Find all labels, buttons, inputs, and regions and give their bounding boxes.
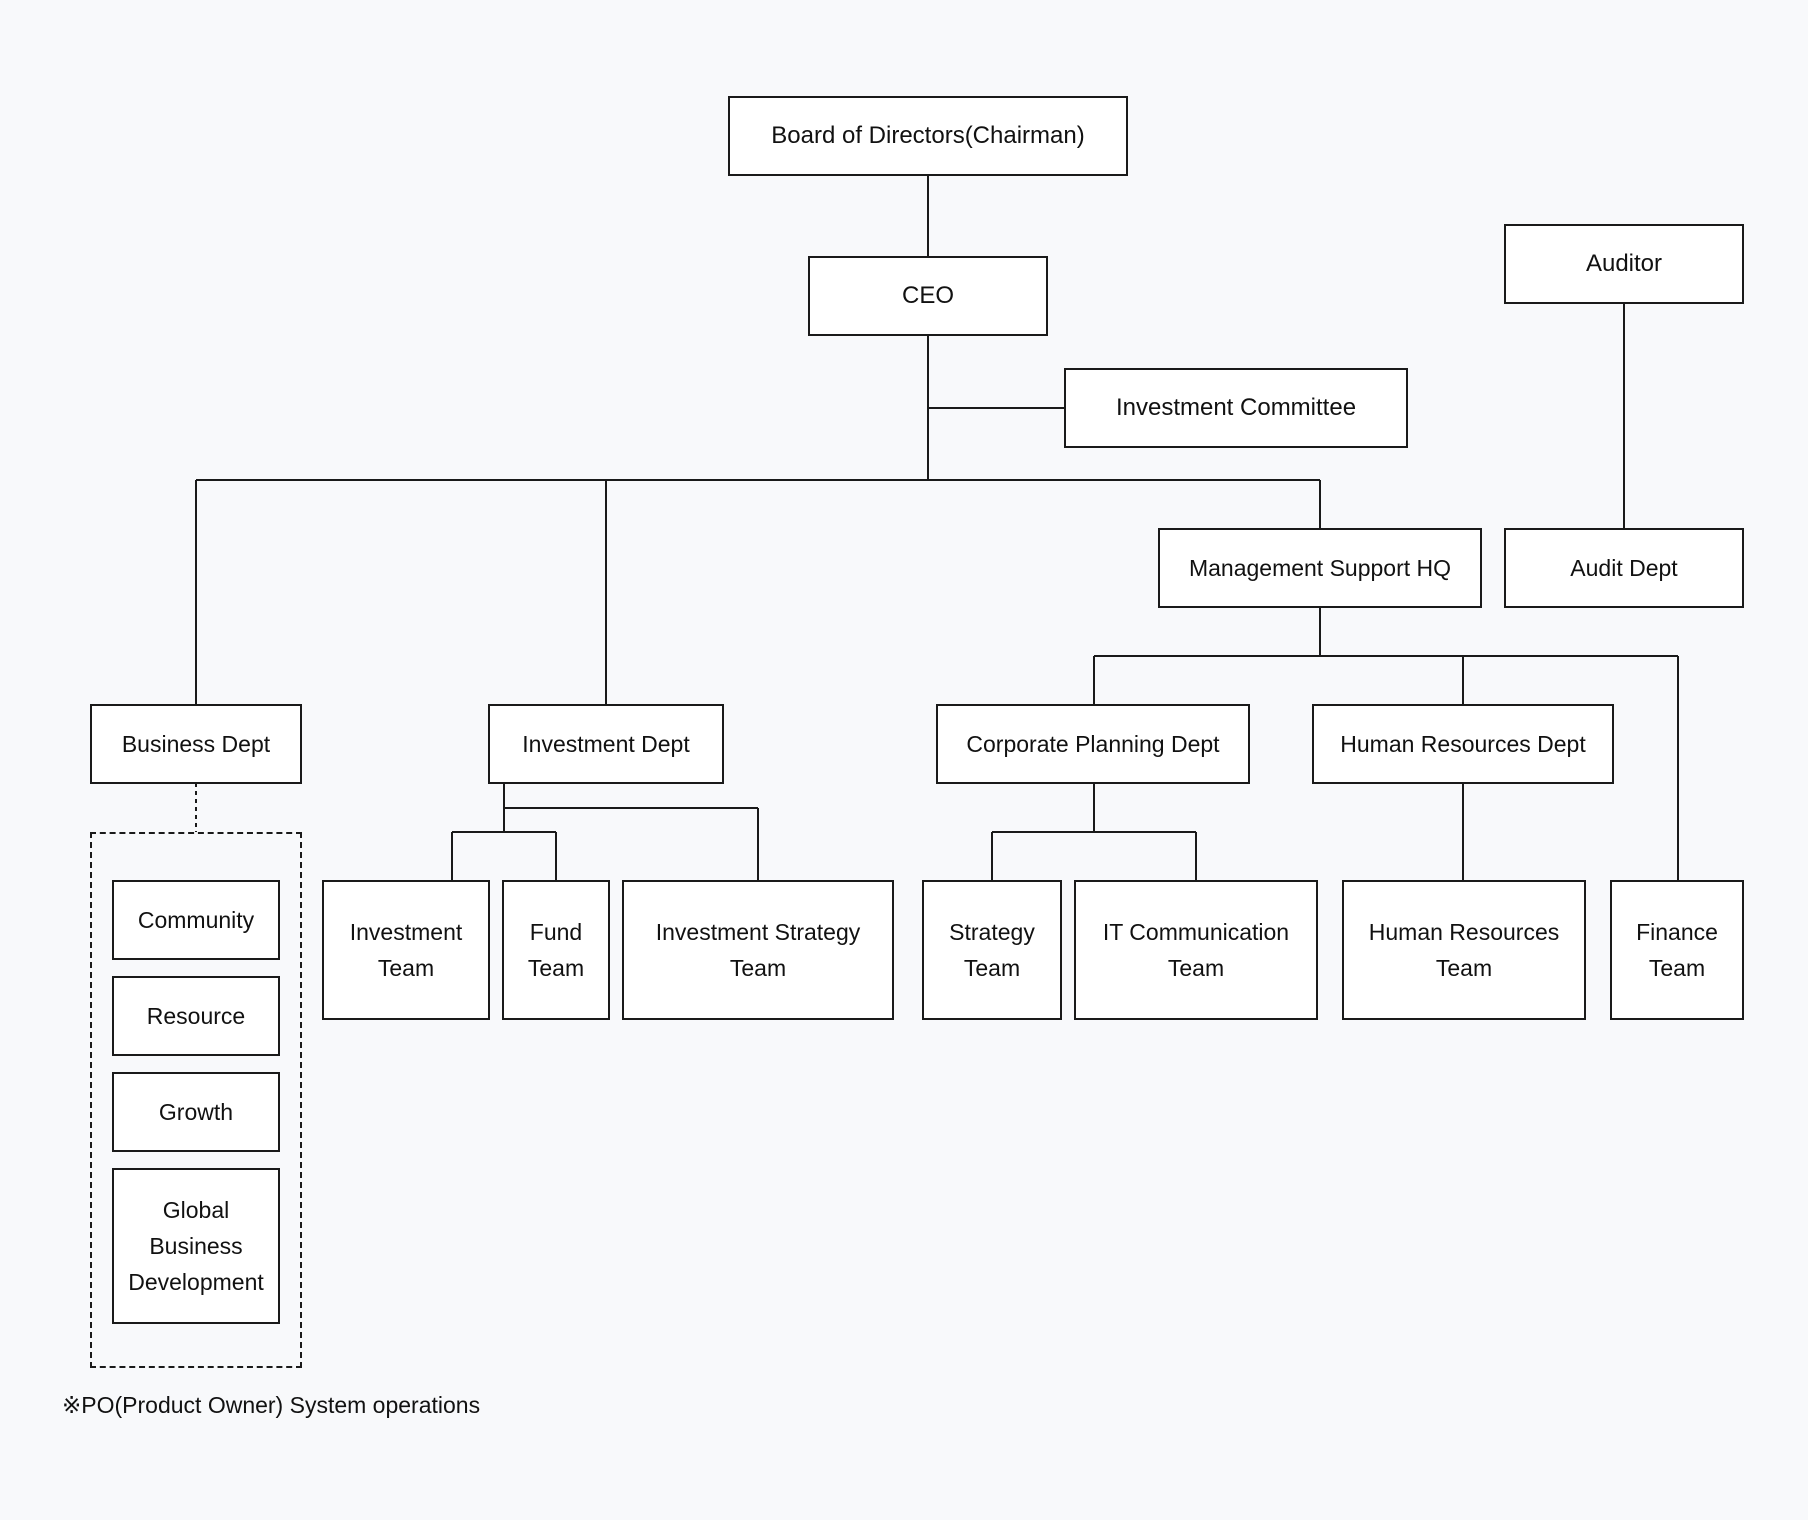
human-resources-dept-box: Human Resources Dept xyxy=(1312,704,1614,784)
it-communication-team-label: IT Communication Team xyxy=(1102,919,1290,981)
board-of-directors-label: Board of Directors(Chairman) xyxy=(771,122,1085,149)
auditor-box: Auditor xyxy=(1504,224,1744,304)
global-business-development-box: Global Business Development xyxy=(112,1168,280,1324)
board-of-directors-box: Board of Directors(Chairman) xyxy=(728,96,1128,176)
fund-team-label: Fund Team xyxy=(527,919,585,981)
business-dept-label: Business Dept xyxy=(121,731,271,757)
investment-dept-box: Investment Dept xyxy=(488,704,724,784)
finance-team-label: Finance Team xyxy=(1636,919,1718,981)
investment-committee-box: Investment Committee xyxy=(1064,368,1408,448)
resource-box: Resource xyxy=(112,976,280,1056)
fund-team-box: Fund Team xyxy=(502,880,610,1020)
human-resources-team-label: Human Resources Team xyxy=(1368,919,1560,981)
investment-team-box: Investment Team xyxy=(322,880,490,1020)
investment-dept-label: Investment Dept xyxy=(522,731,690,757)
strategy-team-label: Strategy Team xyxy=(949,919,1035,981)
management-support-hq-box: Management Support HQ xyxy=(1158,528,1482,608)
finance-team-box: Finance Team xyxy=(1610,880,1744,1020)
human-resources-team-box: Human Resources Team xyxy=(1342,880,1586,1020)
strategy-team-box: Strategy Team xyxy=(922,880,1062,1020)
investment-strategy-team-label: Investment Strategy Team xyxy=(655,919,861,981)
corporate-planning-dept-label: Corporate Planning Dept xyxy=(966,731,1220,757)
investment-team-label: Investment Team xyxy=(349,919,463,981)
audit-dept-box: Audit Dept xyxy=(1504,528,1744,608)
community-box: Community xyxy=(112,880,280,960)
community-label: Community xyxy=(137,907,255,933)
ceo-label: CEO xyxy=(901,282,954,309)
investment-strategy-team-box: Investment Strategy Team xyxy=(622,880,894,1020)
growth-box: Growth xyxy=(112,1072,280,1152)
management-support-hq-label: Management Support HQ xyxy=(1188,555,1452,581)
business-dept-box: Business Dept xyxy=(90,704,302,784)
it-communication-team-box: IT Communication Team xyxy=(1074,880,1318,1020)
footnote: ※PO(Product Owner) System operations xyxy=(62,1392,481,1418)
corporate-planning-dept-box: Corporate Planning Dept xyxy=(936,704,1250,784)
growth-label: Growth xyxy=(158,1099,234,1125)
investment-committee-label: Investment Committee xyxy=(1115,394,1357,421)
business-teams-group xyxy=(90,832,302,1368)
resource-label: Resource xyxy=(146,1003,246,1029)
audit-dept-label: Audit Dept xyxy=(1570,555,1678,581)
global-business-development-label: Global Business Development xyxy=(128,1197,264,1295)
human-resources-dept-label: Human Resources Dept xyxy=(1340,731,1586,757)
auditor-label: Auditor xyxy=(1585,250,1663,277)
ceo-box: CEO xyxy=(808,256,1048,336)
